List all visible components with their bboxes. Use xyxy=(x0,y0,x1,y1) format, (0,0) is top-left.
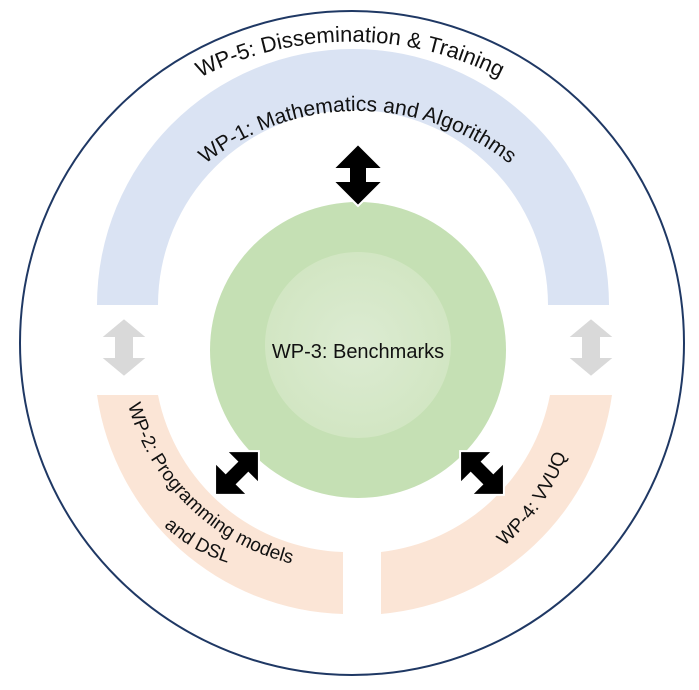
wp3-label: WP-3: Benchmarks xyxy=(272,341,444,363)
wp4-band xyxy=(381,395,612,614)
double-arrow-vertical-icon xyxy=(97,316,151,379)
benchmark-inner-circle xyxy=(265,252,451,438)
double-arrow-diagonal-icon xyxy=(214,450,260,496)
double-arrow-vertical-icon xyxy=(564,316,618,379)
wp1-band xyxy=(97,49,609,305)
double-arrow-diagonal-icon xyxy=(459,450,505,496)
double-arrow-vertical-icon xyxy=(330,142,386,208)
wp2-band xyxy=(97,395,343,614)
